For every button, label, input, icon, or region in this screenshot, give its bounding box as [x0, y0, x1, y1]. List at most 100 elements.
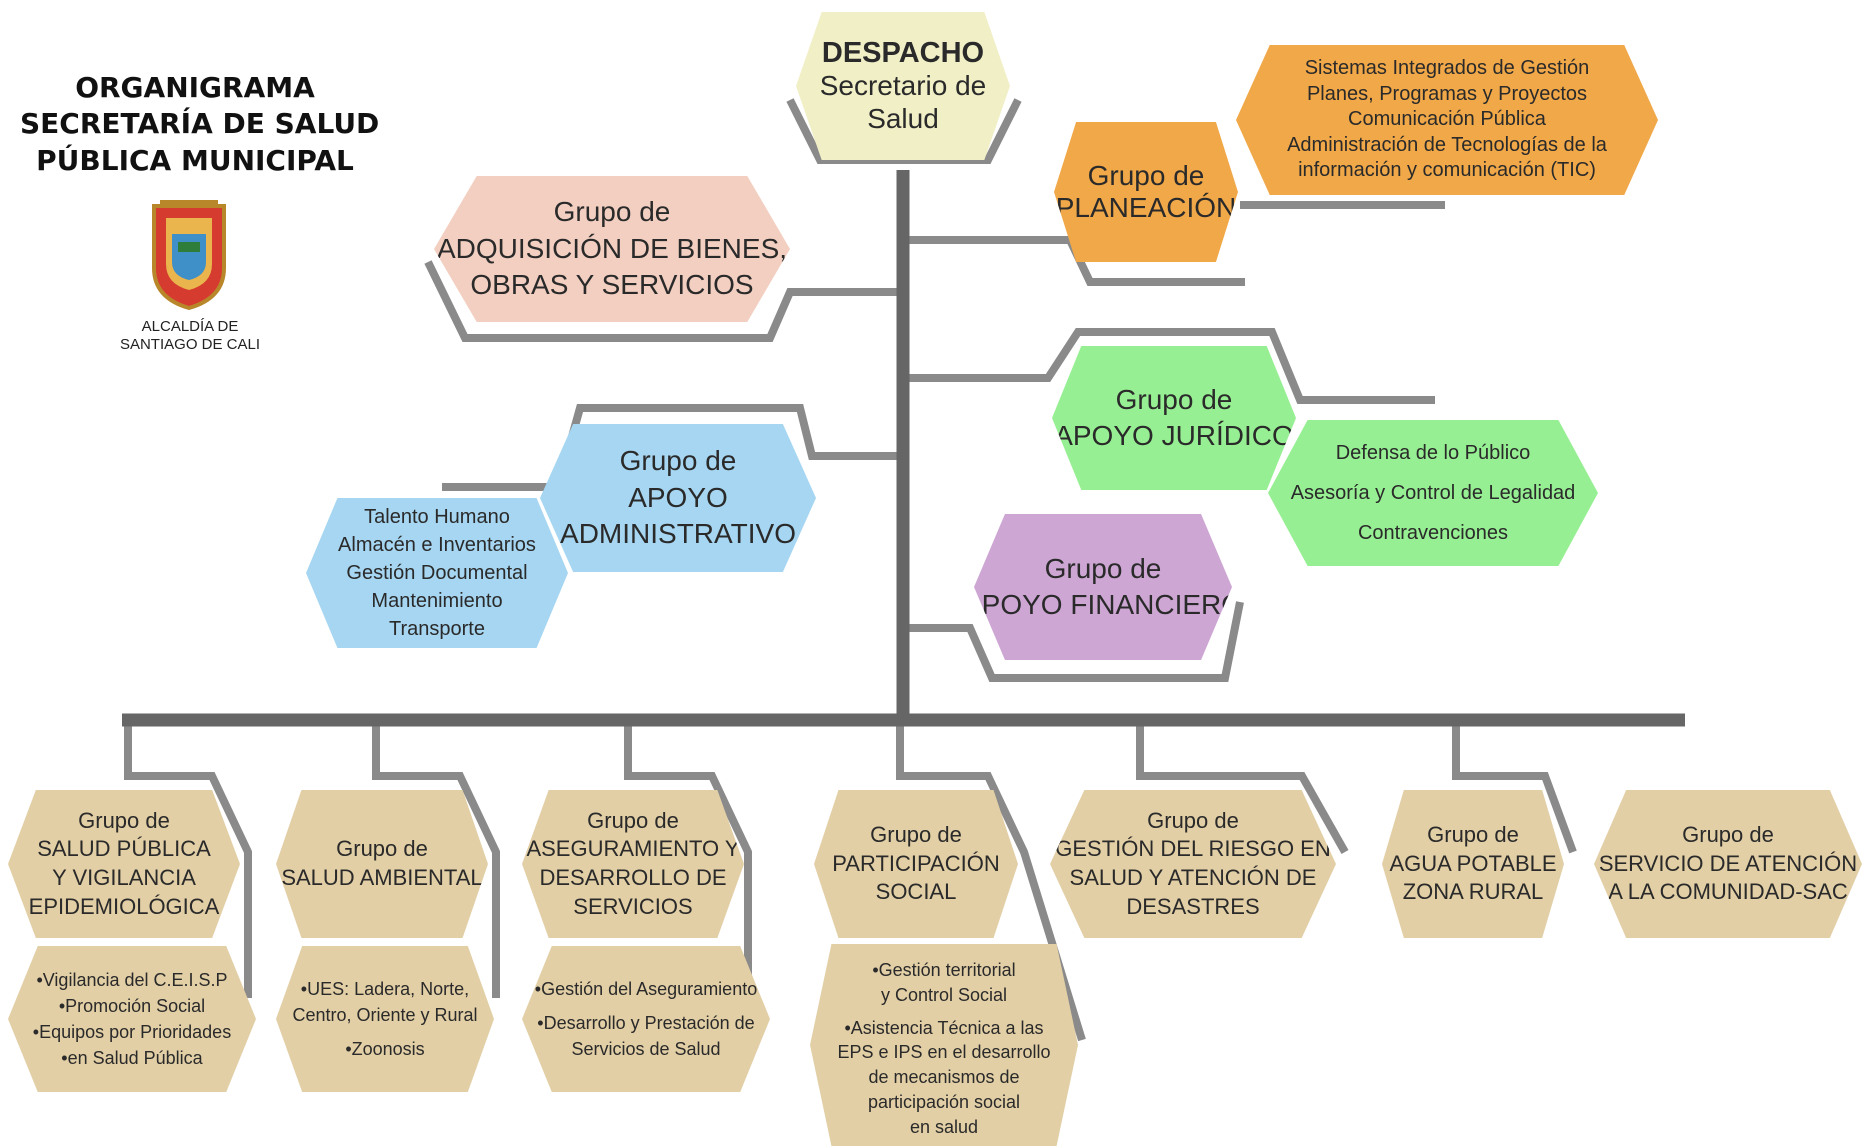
group-item: •Promoción Social — [58, 995, 206, 1016]
group-item: •Zoonosis — [345, 1039, 425, 1060]
node-administrativo[interactable]: Grupo de APOYO ADMINISTRATIVO — [540, 424, 816, 572]
node-juridico[interactable]: Grupo de APOYO JURÍDICO — [1052, 346, 1296, 490]
group-label: Grupo de — [1427, 822, 1519, 848]
node-gestion-riesgo[interactable]: Grupo de GESTIÓN DEL RIESGO EN SALUD Y A… — [1050, 790, 1336, 938]
planeacion-item: información y comunicación (TIC) — [1298, 159, 1596, 182]
group-label: ASEGURAMIENTO Y — [526, 836, 740, 862]
node-aseguramiento[interactable]: Grupo de ASEGURAMIENTO Y DESARROLLO DE S… — [522, 790, 744, 938]
planeacion-items: Sistemas Integrados de Gestión Planes, P… — [1236, 45, 1658, 195]
group-label: Grupo de — [1682, 822, 1774, 848]
group-item: •Equipos por Prioridades — [32, 1022, 232, 1042]
mayor-office-label: ALCALDÍA DE SANTIAGO DE CALI — [110, 318, 270, 354]
node-despacho[interactable]: DESPACHO Secretario de Salud — [796, 12, 1010, 160]
planeacion-item: Sistemas Integrados de Gestión — [1304, 57, 1590, 80]
node-salud-ambiental[interactable]: Grupo de SALUD AMBIENTAL — [276, 790, 488, 938]
financiero-label: APOYO FINANCIERO — [962, 589, 1244, 620]
group-item: en salud — [909, 1116, 979, 1137]
despacho-title: DESPACHO — [821, 37, 985, 70]
juridico-item: Defensa de lo Público — [1335, 442, 1531, 464]
group-item: •Asistencia Técnica a las — [844, 1017, 1044, 1038]
financiero-label: Grupo de — [1044, 552, 1162, 584]
participacion-items: •Gestión territorial y Control Social •A… — [810, 944, 1078, 1146]
salud-publica-items: •Vigilancia del C.E.I.S.P •Promoción Soc… — [8, 946, 256, 1092]
planeacion-item: Planes, Programas y Proyectos — [1306, 82, 1588, 105]
group-label: Grupo de — [78, 807, 170, 833]
group-item: y Control Social — [880, 984, 1008, 1005]
group-label: A LA COMUNIDAD-SAC — [1608, 879, 1848, 905]
juridico-item: Asesoría y Control de Legalidad — [1290, 482, 1576, 504]
planeacion-item: Administración de Tecnologías de la — [1287, 133, 1607, 156]
salud-ambiental-items: •UES: Ladera, Norte, Centro, Oriente y R… — [276, 946, 494, 1092]
despacho-subtitle: Salud — [867, 102, 939, 134]
juridico-label: APOYO JURÍDICO — [1054, 420, 1294, 451]
group-label: SERVICIO DE ATENCIÓN — [1598, 850, 1858, 876]
title-line: ORGANIGRAMA — [75, 71, 315, 104]
group-label: DESASTRES — [1126, 893, 1260, 919]
node-financiero[interactable]: Grupo de APOYO FINANCIERO — [974, 514, 1232, 660]
juridico-frame — [905, 328, 1435, 404]
administrativo-item: Transporte — [389, 618, 485, 640]
logo-line: SANTIAGO DE CALI — [119, 336, 261, 353]
group-label: AGUA POTABLE — [1389, 850, 1557, 876]
administrativo-item: Gestión Documental — [346, 562, 528, 584]
planeacion-label: Grupo de — [1087, 159, 1205, 191]
group-item: •Vigilancia del C.E.I.S.P — [36, 969, 228, 990]
group-item: Centro, Oriente y Rural — [292, 1004, 478, 1025]
group-label: Grupo de — [870, 822, 962, 848]
administrativo-frame — [442, 404, 905, 491]
group-label: Grupo de — [1147, 807, 1239, 833]
despacho-frame — [786, 98, 1022, 164]
juridico-item: Contravenciones — [1357, 522, 1509, 544]
administrativo-item: Talento Humano — [364, 506, 510, 528]
group-label: SERVICIOS — [573, 893, 693, 919]
administrativo-label: APOYO — [628, 481, 728, 513]
adquisicion-frame — [424, 260, 905, 342]
group-label: DESARROLLO DE — [539, 865, 727, 890]
group-label: Y VIGILANCIA — [52, 865, 196, 890]
group-label: SALUD AMBIENTAL — [281, 865, 483, 890]
node-participacion[interactable]: Grupo de PARTICIPACIÓN SOCIAL — [814, 790, 1018, 938]
adquisicion-label: Grupo de — [553, 196, 671, 228]
group-item: •UES: Ladera, Norte, — [300, 978, 470, 999]
title-line: PÚBLICA MUNICIPAL — [36, 143, 354, 177]
group-item: participación social — [867, 1092, 1021, 1113]
group-item: •Gestión territorial — [872, 960, 1016, 980]
logo-line: ALCALDÍA DE — [141, 318, 239, 335]
administrativo-item: Almacén e Inventarios — [338, 534, 536, 556]
group-label: Grupo de — [587, 807, 679, 833]
group-item: •Desarrollo y Prestación de — [537, 1012, 755, 1033]
group-label: GESTIÓN DEL RIESGO EN — [1055, 836, 1331, 862]
node-adquisicion[interactable]: Grupo de ADQUISICIÓN DE BIENES, OBRAS Y … — [434, 176, 790, 322]
node-sac[interactable]: Grupo de SERVICIO DE ATENCIÓN A LA COMUN… — [1594, 790, 1862, 938]
adquisicion-label: OBRAS Y SERVICIOS — [470, 269, 754, 301]
planeacion-label: PLANEACIÓN — [1055, 192, 1237, 223]
node-planeacion[interactable]: Grupo de PLANEACIÓN — [1054, 122, 1238, 262]
juridico-items: Defensa de lo Público Asesoría y Control… — [1268, 420, 1598, 566]
planeacion-item: Comunicación Pública — [1348, 108, 1546, 131]
aseguramiento-items: •Gestión del Aseguramiento •Desarrollo y… — [522, 946, 770, 1092]
group-item: Servicios de Salud — [571, 1039, 721, 1060]
group-item: •Gestión del Aseguramiento — [534, 978, 758, 999]
group-item: •en Salud Pública — [61, 1048, 203, 1069]
group-label: SALUD Y ATENCIÓN DE — [1069, 865, 1317, 890]
group-item: de mecanismos de — [868, 1067, 1020, 1088]
node-agua-potable[interactable]: Grupo de AGUA POTABLE ZONA RURAL — [1382, 790, 1564, 938]
title-line: SECRETARÍA DE SALUD — [20, 107, 380, 141]
financiero-frame — [905, 601, 1244, 682]
administrativo-item: Mantenimiento — [371, 590, 503, 612]
group-item: EPS e IPS en el desarrollo — [837, 1042, 1051, 1063]
group-label: EPIDEMIOLÓGICA — [28, 893, 220, 919]
administrativo-label: Grupo de — [619, 445, 737, 477]
chart-title: ORGANIGRAMA SECRETARÍA DE SALUD PÚBLICA … — [20, 70, 380, 179]
administrativo-items: Talento Humano Almacén e Inventarios Ges… — [306, 498, 568, 648]
node-salud-publica[interactable]: Grupo de SALUD PÚBLICA Y VIGILANCIA EPID… — [8, 790, 240, 938]
despacho-subtitle: Secretario de — [819, 70, 987, 102]
group-label: SOCIAL — [875, 879, 957, 905]
adquisicion-label: ADQUISICIÓN DE BIENES, — [436, 232, 788, 264]
group-label: SALUD PÚBLICA — [37, 836, 211, 862]
coat-of-arms-icon — [152, 200, 226, 311]
group-label: ZONA RURAL — [1402, 879, 1544, 905]
group-label: PARTICIPACIÓN — [832, 850, 1000, 876]
